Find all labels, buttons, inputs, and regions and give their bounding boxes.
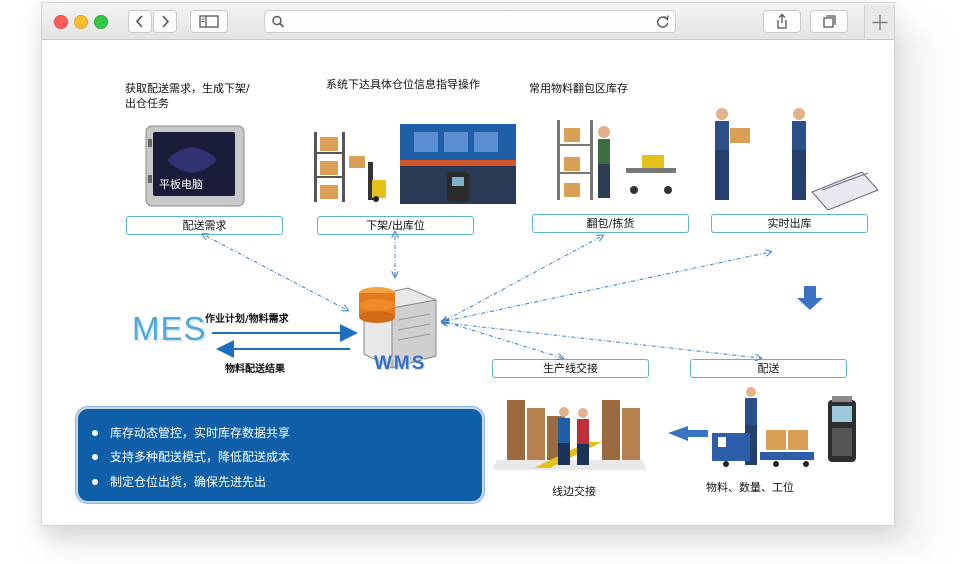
tablet-image [145,125,245,207]
plus-icon [872,15,888,30]
picking-worker-image [557,120,676,200]
caption-line-side-handover: 线边交接 [552,485,596,498]
browser-toolbar [42,3,894,40]
caption-material-qty-station: 物料、数量、工位 [706,481,794,494]
tabs-overview-button[interactable] [810,10,848,33]
delivery-worker-image [712,387,814,467]
arrow-label-plan: 作业计划/物料需求 [205,314,289,325]
sidebar-icon [199,15,219,28]
bullet-dot-icon [92,429,98,436]
chevron-right-icon [162,15,170,28]
wms-label: WMS [374,353,427,374]
back-button[interactable] [128,10,152,33]
link-handover-wms [446,322,562,358]
forward-button[interactable] [153,10,177,33]
sidebar-button[interactable] [190,10,228,33]
left-arrow-icon [668,426,708,441]
handover-workers-image [715,108,879,211]
link-delivery-wms [446,323,760,358]
diagram-canvas: 获取配送需求，生成下架/ 出仓任务 系统下达具体仓位信息指导操作 常用物料翻包区… [42,40,894,525]
bullet-dot-icon [92,478,98,485]
tabs-icon [823,15,836,28]
share-button[interactable] [763,10,801,33]
reload-icon[interactable] [653,11,673,32]
search-icon [272,15,285,28]
close-button[interactable] [54,15,68,29]
caption-delivery-demand: 获取配送需求，生成下架/ 出仓任务 [125,82,250,110]
handheld-terminal-image [828,396,856,462]
step-box-repack: 翻包/拣货 [532,214,689,233]
step-box-realtime-outbound: 实时出库 [711,214,868,233]
benefit-item: 库存动态管控，实时库存数据共享 [88,424,290,441]
mes-label: MES [132,310,207,347]
chevron-left-icon [135,15,143,28]
link-demand-wms [206,236,347,310]
caption-system-instruction: 系统下达具体仓位信息指导操作 [326,78,480,91]
tablet-label: 平板电脑 [159,178,203,191]
share-icon [777,13,787,29]
link-repack-wms [446,236,602,320]
benefit-item: 支持多种配送模式，降低配送成本 [88,448,290,465]
link-outbound-wms [446,252,770,321]
new-tab-button[interactable] [864,5,894,39]
step-box-delivery: 配送 [690,359,847,378]
address-bar[interactable] [264,10,676,33]
scanner-photo-image [400,124,516,204]
step-box-delivery-demand: 配送需求 [126,216,283,235]
bullet-dot-icon [92,453,98,460]
illustrations [145,108,879,470]
benefits-panel: 库存动态管控，实时库存数据共享 支持多种配送模式，降低配送成本 制定仓位出货，确… [76,407,484,503]
connectors [42,40,823,441]
benefit-item: 制定仓位出货，确保先进先出 [88,473,266,490]
arrow-label-result: 物料配送结果 [225,364,285,375]
line-side-warehouse-image [492,400,647,470]
wms-server-image [359,287,437,369]
browser-window: 获取配送需求，生成下架/ 出仓任务 系统下达具体仓位信息指导操作 常用物料翻包区… [41,2,895,526]
minimize-button[interactable] [74,15,88,29]
down-arrow-icon [797,286,823,310]
caption-material-repack: 常用物料翻包区库存 [529,82,628,95]
zoom-button[interactable] [94,15,108,29]
shelf-forklift-image [314,132,386,202]
